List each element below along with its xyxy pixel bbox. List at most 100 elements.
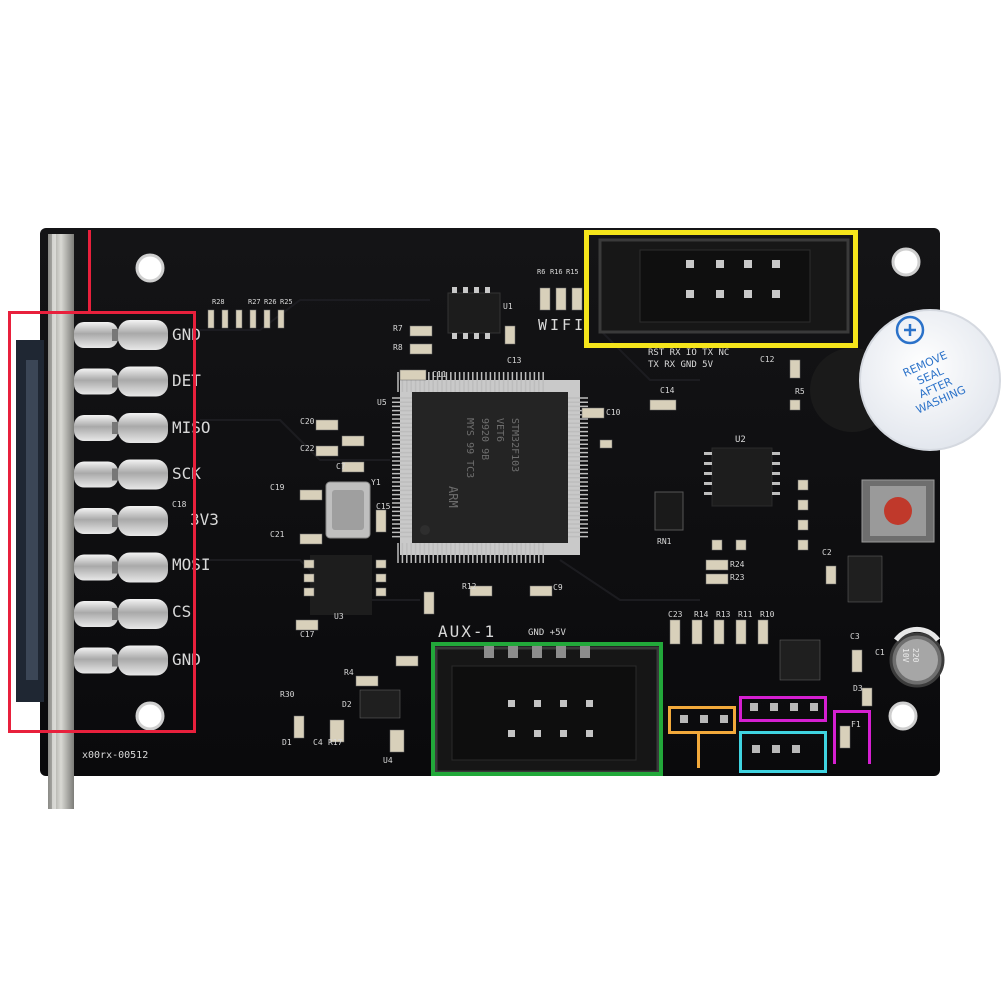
label-d2: D2 — [342, 700, 352, 709]
aux-label: AUX-1 — [438, 622, 497, 641]
label-r27: R27 — [248, 298, 261, 306]
cap-text-2: 10V — [901, 648, 910, 663]
label-r6: R6 — [537, 268, 546, 276]
label-c12: C12 — [760, 355, 775, 364]
smd-component — [825, 565, 837, 585]
smd-component — [375, 573, 387, 583]
sd-pin — [74, 645, 168, 676]
smd-component — [649, 399, 677, 411]
label-c18: C18 — [172, 500, 187, 509]
highlight-sd-vertical-line — [88, 230, 91, 312]
smd-component — [581, 407, 605, 419]
wifi-pins-bottom: TX RX GND 5V — [648, 360, 714, 370]
smd-component — [399, 369, 427, 381]
mcu-text-3: 9920 9B — [479, 418, 490, 461]
smd-component — [221, 309, 229, 329]
label-c23: C23 — [668, 610, 683, 619]
smd-component — [705, 573, 729, 585]
label-c2: C2 — [822, 548, 832, 557]
smd-component — [711, 539, 723, 551]
smd-component — [469, 585, 493, 597]
label-d3: D3 — [853, 684, 863, 693]
smd-component — [299, 533, 323, 545]
chip-label-u4: U4 — [383, 756, 393, 765]
label-r17: R17 — [328, 738, 343, 747]
mounting-holes — [135, 247, 921, 731]
sd-pin — [74, 506, 168, 536]
smd-component — [797, 539, 809, 551]
highlight-magenta-header — [739, 696, 827, 722]
board-id: x00rx-00512 — [82, 750, 149, 761]
smd-component — [207, 309, 215, 329]
smd-component — [713, 619, 725, 645]
cap-text-1: 220 — [911, 648, 920, 663]
label-r10: R10 — [760, 610, 775, 619]
smd-component — [539, 287, 551, 311]
label-c20: C20 — [300, 417, 315, 426]
sd-pins — [74, 320, 168, 676]
chip-label-u5: U5 — [377, 398, 387, 407]
label-r16: R16 — [550, 268, 563, 276]
reset-button — [861, 479, 935, 543]
aux-header — [434, 646, 660, 774]
label-r12: R12 — [462, 582, 477, 591]
smd-component — [861, 687, 873, 707]
smd-component — [303, 587, 315, 597]
smd-component — [409, 343, 433, 355]
smd-component — [375, 587, 387, 597]
label-c1: C1 — [875, 648, 885, 657]
smd-component — [409, 325, 433, 337]
sd-label-mosi: MOSI — [172, 555, 211, 574]
smd-component — [797, 519, 809, 531]
smd-component — [329, 719, 345, 743]
label-r7: R7 — [393, 324, 403, 333]
label-c11: C11 — [432, 370, 447, 379]
smd-component — [315, 419, 339, 431]
label-c19: C19 — [270, 483, 285, 492]
label-rn1: RN1 — [657, 537, 672, 546]
smd-component — [355, 675, 379, 687]
sd-pin — [74, 599, 168, 629]
mcu-text-4: MYS 99 TC3 — [464, 418, 475, 479]
smd-component — [851, 649, 863, 673]
label-r13: R13 — [716, 610, 731, 619]
label-c17: C17 — [300, 630, 315, 639]
smd-component — [375, 509, 387, 533]
smd-component — [389, 729, 405, 753]
smd-component — [789, 359, 801, 379]
label-c4: C4 — [313, 738, 323, 747]
smd-component — [277, 309, 285, 329]
label-c3: C3 — [850, 632, 860, 641]
sd-card-slot — [16, 234, 74, 809]
label-r26: R26 — [264, 298, 277, 306]
smd-component — [315, 445, 339, 457]
mcu-text-1: STM32F103 — [509, 418, 520, 473]
label-r8: R8 — [393, 343, 403, 352]
label-c13: C13 — [507, 356, 522, 365]
smd-component — [359, 689, 401, 719]
smd-component — [555, 287, 567, 311]
smd-component — [423, 591, 435, 615]
highlight-sd-card — [8, 311, 196, 733]
label-r28: R28 — [212, 298, 225, 306]
smd-component — [847, 555, 883, 603]
smd-component — [235, 309, 243, 329]
label-f1: F1 — [851, 720, 861, 729]
highlight-orange-leg — [697, 734, 700, 768]
label-r30: R30 — [280, 690, 295, 699]
label-c15: C15 — [376, 502, 391, 511]
mcu-chip — [392, 372, 588, 563]
highlight-magenta-fuse — [833, 710, 871, 764]
smd-component — [691, 619, 703, 645]
wifi-label: WIFI — [538, 316, 587, 334]
smd-component — [341, 461, 365, 473]
smd-component — [797, 499, 809, 511]
buzzer — [810, 309, 1001, 451]
smd-component — [295, 619, 319, 631]
aux-power-label: GND +5V — [528, 628, 566, 638]
smd-component — [303, 573, 315, 583]
smd-component — [669, 619, 681, 645]
label-r24: R24 — [730, 560, 745, 569]
smd-component — [375, 559, 387, 569]
